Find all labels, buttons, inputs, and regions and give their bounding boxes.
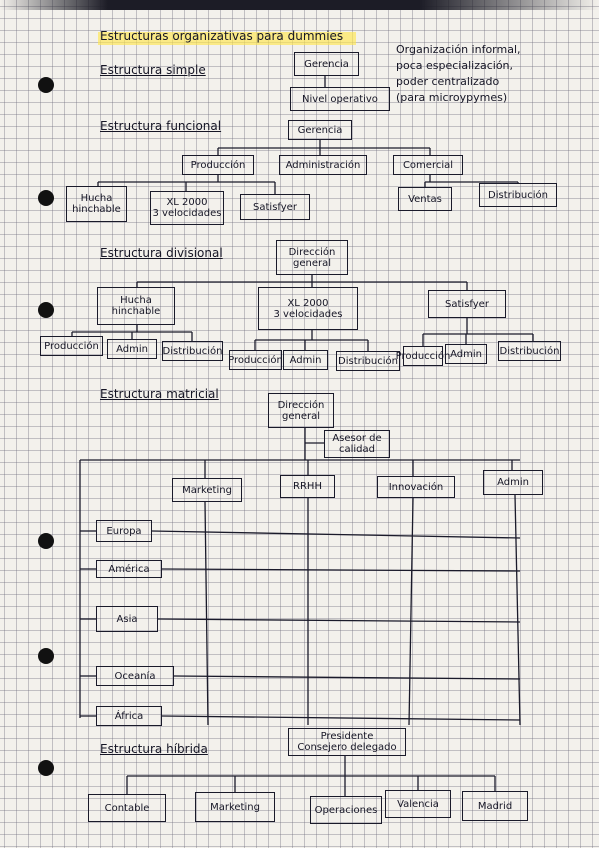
box-distribucion: Distribución <box>479 183 557 207</box>
binder-hole <box>38 190 54 206</box>
binder-hole <box>38 760 54 776</box>
binder-hole <box>38 533 54 549</box>
section-heading-simple: Estructura simple <box>100 63 206 77</box>
section-heading-divisional: Estructura divisional <box>100 246 223 260</box>
box-gerencia-funcional: Gerencia <box>288 120 352 140</box>
box-administracion: Administración <box>279 155 367 175</box>
col-rrhh: RRHH <box>280 475 335 498</box>
binder-hole <box>38 648 54 664</box>
box-xl-2000: XL 2000 3 velocidades <box>150 191 224 225</box>
box-hucha-hinchable: Hucha hinchable <box>66 186 127 222</box>
box-comercial: Comercial <box>393 155 463 175</box>
box-ventas: Ventas <box>398 187 452 211</box>
box-asesor-calidad: Asesor de calidad <box>324 430 390 458</box>
row-africa: África <box>96 706 162 726</box>
title-highlight <box>98 32 356 45</box>
section-heading-hibrida: Estructura híbrida <box>100 742 208 756</box>
col-marketing: Marketing <box>172 478 242 502</box>
box-nivel-operativo: Nivel operativo <box>290 87 390 111</box>
box-sub-admin: Admin <box>283 350 328 370</box>
box-valencia: Valencia <box>385 790 451 818</box>
section-heading-matricial: Estructura matricial <box>100 387 219 401</box>
page-title: Estructuras organizativas para dummies <box>100 29 344 43</box>
row-europa: Europa <box>96 520 152 542</box>
box-sub-produccion: Producción <box>396 346 450 366</box>
box-direccion-general: Dirección general <box>276 240 348 275</box>
row-asia: Asia <box>96 606 158 632</box>
box-sub-produccion: Producción <box>228 350 283 370</box>
box-produccion: Producción <box>182 155 254 175</box>
box-sub-distribucion: Distribución <box>336 351 400 371</box>
box-satisfyer: Satisfyer <box>240 194 310 220</box>
binder-hole <box>38 77 54 93</box>
box-contable: Contable <box>88 794 166 822</box>
box-sub-produccion: Producción <box>40 336 103 356</box>
binder-hole <box>38 302 54 318</box>
box-sub-distribucion: Distribución <box>498 341 561 361</box>
col-innovacion: Innovación <box>377 476 455 498</box>
simple-note: Organización informal, poca especializac… <box>396 43 521 104</box>
box-sub-admin: Admin <box>107 339 157 359</box>
col-admin: Admin <box>483 470 543 495</box>
box-operaciones: Operaciones <box>310 796 382 824</box>
box-div-satisfyer: Satisfyer <box>428 290 506 318</box>
box-div-xl2000: XL 2000 3 velocidades <box>258 287 358 330</box>
page-shadow <box>0 0 599 10</box>
row-oceania: Oceanía <box>96 666 174 686</box>
box-div-hucha: Hucha hinchable <box>97 287 175 325</box>
section-heading-funcional: Estructura funcional <box>100 119 222 133</box>
row-america: América <box>96 560 162 578</box>
box-marketing-hibrida: Marketing <box>195 792 275 822</box>
box-gerencia: Gerencia <box>294 52 359 76</box>
box-madrid: Madrid <box>462 791 528 821</box>
box-matriz-direccion: Dirección general <box>268 393 334 428</box>
box-presidente: Presidente Consejero delegado <box>288 728 406 756</box>
box-sub-admin: Admin <box>445 344 487 364</box>
box-sub-distribucion: Distribución <box>162 341 223 361</box>
